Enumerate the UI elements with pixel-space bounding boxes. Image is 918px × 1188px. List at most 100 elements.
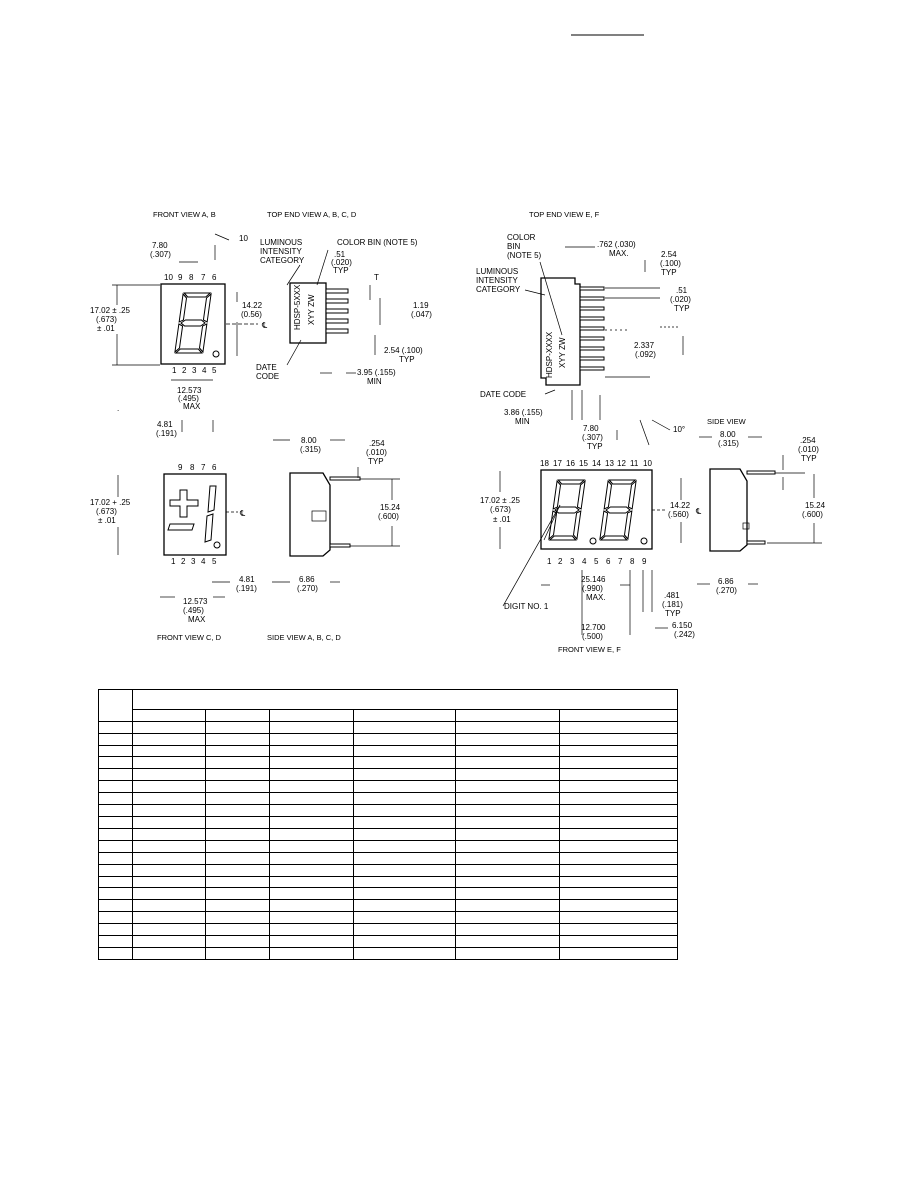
table-cell	[205, 732, 270, 746]
dim-es-254: .254	[800, 436, 816, 445]
dim-side-15-24: 15.24	[380, 503, 401, 512]
table-cell	[132, 804, 206, 817]
table-cell	[98, 827, 133, 841]
table-cell	[353, 946, 456, 961]
table-row	[98, 827, 679, 841]
dim-1-19-in: (.047)	[411, 310, 432, 319]
dim-e-2-54: 2.54	[661, 250, 677, 259]
table-cell	[205, 851, 270, 865]
part-number-mark: HDSP-5XXX	[293, 284, 302, 330]
table-cell	[455, 720, 560, 734]
dim-12-700-in: (.500)	[582, 632, 603, 641]
table-cell	[455, 946, 560, 961]
table-corner-cell	[98, 689, 133, 722]
table-cell	[269, 792, 354, 806]
table-row	[98, 851, 679, 865]
table-cell	[98, 923, 133, 937]
table-cell	[558, 768, 679, 782]
table-cell	[205, 875, 270, 889]
table-row	[98, 756, 679, 770]
dim-es-15-24: 15.24	[805, 501, 826, 510]
table-cell	[98, 792, 133, 806]
dim-cd-12-573-max: MAX	[188, 615, 206, 624]
table-cell	[353, 756, 456, 770]
category-ef-label: CATEGORY	[476, 285, 521, 294]
dim-10-degree: 10	[239, 234, 248, 243]
table-row	[98, 946, 679, 961]
pin-label: 7	[201, 273, 206, 282]
table-cell	[558, 875, 679, 889]
table-cell	[558, 827, 679, 841]
table-cell	[205, 720, 270, 734]
table-cell	[455, 768, 560, 782]
table-cell	[353, 887, 456, 901]
pin-label: 17	[553, 459, 562, 468]
dim-e-2-54-typ: TYP	[661, 268, 677, 277]
pin-label: 10	[164, 273, 173, 282]
pin-label: 2	[181, 557, 186, 566]
pin-label: 14	[592, 459, 601, 468]
table-cell	[132, 911, 206, 925]
dim-es-8-00-in: (.315)	[718, 439, 739, 448]
one-lower-segment	[204, 513, 214, 543]
front-ef-top-pin-labels: 18 17 16 15 14 13 12 11 10	[540, 459, 652, 468]
pin-label: 5	[594, 557, 599, 566]
table-cell	[205, 946, 270, 961]
dim-7-80-in: (.307)	[150, 250, 171, 259]
luminous-ef-label: LUMINOUS	[476, 267, 518, 276]
top-end-ef-body	[540, 277, 581, 386]
table-cell	[455, 851, 560, 865]
dim-es-254-typ: TYP	[801, 454, 817, 463]
table-cell	[558, 911, 679, 925]
table-cell	[269, 839, 354, 853]
dim-25-146: 25.146	[581, 575, 606, 584]
table-cell	[455, 732, 560, 746]
front-view-ab: FRONT VIEW A, B 10 9 8 7 6 1 2 3 4 5	[90, 210, 268, 438]
table-cell	[558, 816, 679, 829]
top-end-ef-title: TOP END VIEW E, F	[529, 210, 600, 219]
top-end-abcd-body	[289, 282, 327, 344]
seven-segment-digit-1	[548, 479, 586, 541]
table-cell	[205, 756, 270, 770]
table-cell	[205, 744, 270, 758]
seven-segment-digit-2	[599, 479, 637, 541]
table-cell	[98, 946, 133, 961]
pin-label: 8	[189, 273, 194, 282]
table-cell	[132, 732, 206, 746]
dim-ef-7-80-in: (.307)	[582, 433, 603, 442]
decimal-point-cd	[213, 541, 221, 549]
dim-17-02-tol: ± .01	[97, 324, 115, 333]
table-cell	[558, 804, 679, 817]
dim-4-81-in: (.191)	[156, 429, 177, 438]
pin-label: 5	[212, 557, 217, 566]
dim-cd-17-02: 17.02 + .25	[90, 498, 131, 507]
front-view-ef-title: FRONT VIEW E, F	[558, 645, 621, 654]
pin-label: 18	[540, 459, 549, 468]
pin-label: 10	[643, 459, 652, 468]
table-row	[98, 875, 679, 889]
dim-3-86: 3.86 (.155)	[504, 408, 543, 417]
code-label: CODE	[256, 372, 279, 381]
table-cell	[132, 946, 206, 961]
pin-label: 13	[605, 459, 614, 468]
dim-cd-17-02-tol: ± .01	[98, 516, 116, 525]
table-cell	[98, 911, 133, 925]
table-cell	[353, 720, 456, 734]
table-cell	[558, 887, 679, 901]
table-cell	[132, 827, 206, 841]
table-cell	[98, 720, 133, 734]
arrow-mark: T	[374, 273, 379, 282]
color-bin-label: COLOR BIN (NOTE 5)	[337, 238, 418, 247]
decimal-point-digit-1	[589, 537, 597, 545]
dim-2-337: 2.337	[634, 341, 655, 350]
table-cell	[353, 768, 456, 782]
front-ab-top-pin-labels: 10 9 8 7 6	[164, 273, 217, 282]
pin-label: 1	[171, 557, 176, 566]
table-cell	[205, 792, 270, 806]
side-view-abcd: 8.00 (.315) .254 (.010) TYP 15.24 (.600)…	[267, 436, 401, 642]
table-cell	[269, 816, 354, 829]
centerline-ef: ℄	[695, 507, 702, 516]
table-cell	[455, 911, 560, 925]
table-cell	[455, 899, 560, 913]
table-cell	[353, 827, 456, 841]
